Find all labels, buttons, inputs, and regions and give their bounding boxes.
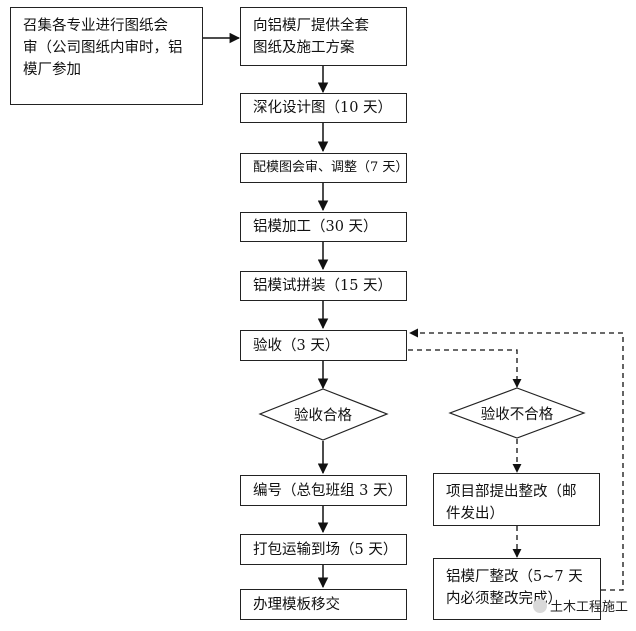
node-rectify-request-line-2: 件发出） — [446, 506, 504, 522]
node-trial-assembly: 铝模试拼装（15 天） — [240, 271, 407, 301]
wechat-icon — [532, 598, 547, 613]
node-factory-rectify: 铝模厂整改（5~7 天 内必须整改完成） — [433, 558, 601, 620]
node-handover: 办理模板移交 — [240, 589, 407, 620]
node-formwork-review: 配模图会审、调整（7 天） — [240, 153, 409, 183]
node-processing: 铝模加工（30 天） — [240, 212, 407, 242]
node-transport: 打包运输到场（5 天） — [240, 534, 407, 565]
watermark-text: 土木工程施工 — [549, 600, 628, 615]
node-acceptance: 验收（3 天） — [240, 330, 407, 361]
node-drawing-review-line-3: 模厂参加 — [23, 62, 81, 78]
node-formwork-review-label: 配模图会审、调整（7 天） — [253, 160, 409, 175]
node-transport-label: 打包运输到场（5 天） — [253, 541, 398, 558]
node-processing-label: 铝模加工（30 天） — [253, 219, 378, 235]
node-drawing-review-line-2: 审（公司图纸内审时，铝 — [23, 40, 183, 56]
node-numbering-label: 编号（总包班组 3 天） — [253, 482, 402, 499]
node-rectify-request: 项目部提出整改（邮 件发出） — [433, 473, 600, 526]
node-handover-label: 办理模板移交 — [253, 596, 340, 613]
arrow-factory-back-to-accept — [409, 328, 624, 591]
decision-pass-shape — [258, 388, 389, 441]
decision-pass-label: 验收合格 — [294, 408, 352, 424]
node-drawing-review-line-1: 召集各专业进行图纸会 — [23, 18, 168, 34]
arrow-accept-to-fail — [408, 349, 522, 388]
node-numbering: 编号（总包班组 3 天） — [240, 475, 407, 506]
node-acceptance-label: 验收（3 天） — [253, 337, 340, 354]
node-trial-assembly-label: 铝模试拼装（15 天） — [253, 278, 393, 294]
decision-fail-label: 验收不合格 — [480, 407, 554, 423]
node-drawing-review: 召集各专业进行图纸会 审（公司图纸内审时，铝 模厂参加 — [10, 7, 203, 105]
node-deepen-design-label: 深化设计图（10 天） — [253, 100, 393, 116]
node-rectify-request-line-1: 项目部提出整改（邮 — [446, 484, 577, 500]
node-provide-drawings-line-2: 图纸及施工方案 — [253, 40, 355, 56]
node-factory-rectify-line-1: 铝模厂整改（5~7 天 — [446, 569, 583, 585]
node-provide-drawings: 向铝模厂提供全套 图纸及施工方案 — [240, 7, 407, 66]
node-deepen-design: 深化设计图（10 天） — [240, 93, 407, 123]
node-provide-drawings-line-1: 向铝模厂提供全套 — [253, 18, 369, 34]
decision-fail-shape — [448, 387, 586, 439]
watermark: 土木工程施工 — [532, 596, 628, 615]
